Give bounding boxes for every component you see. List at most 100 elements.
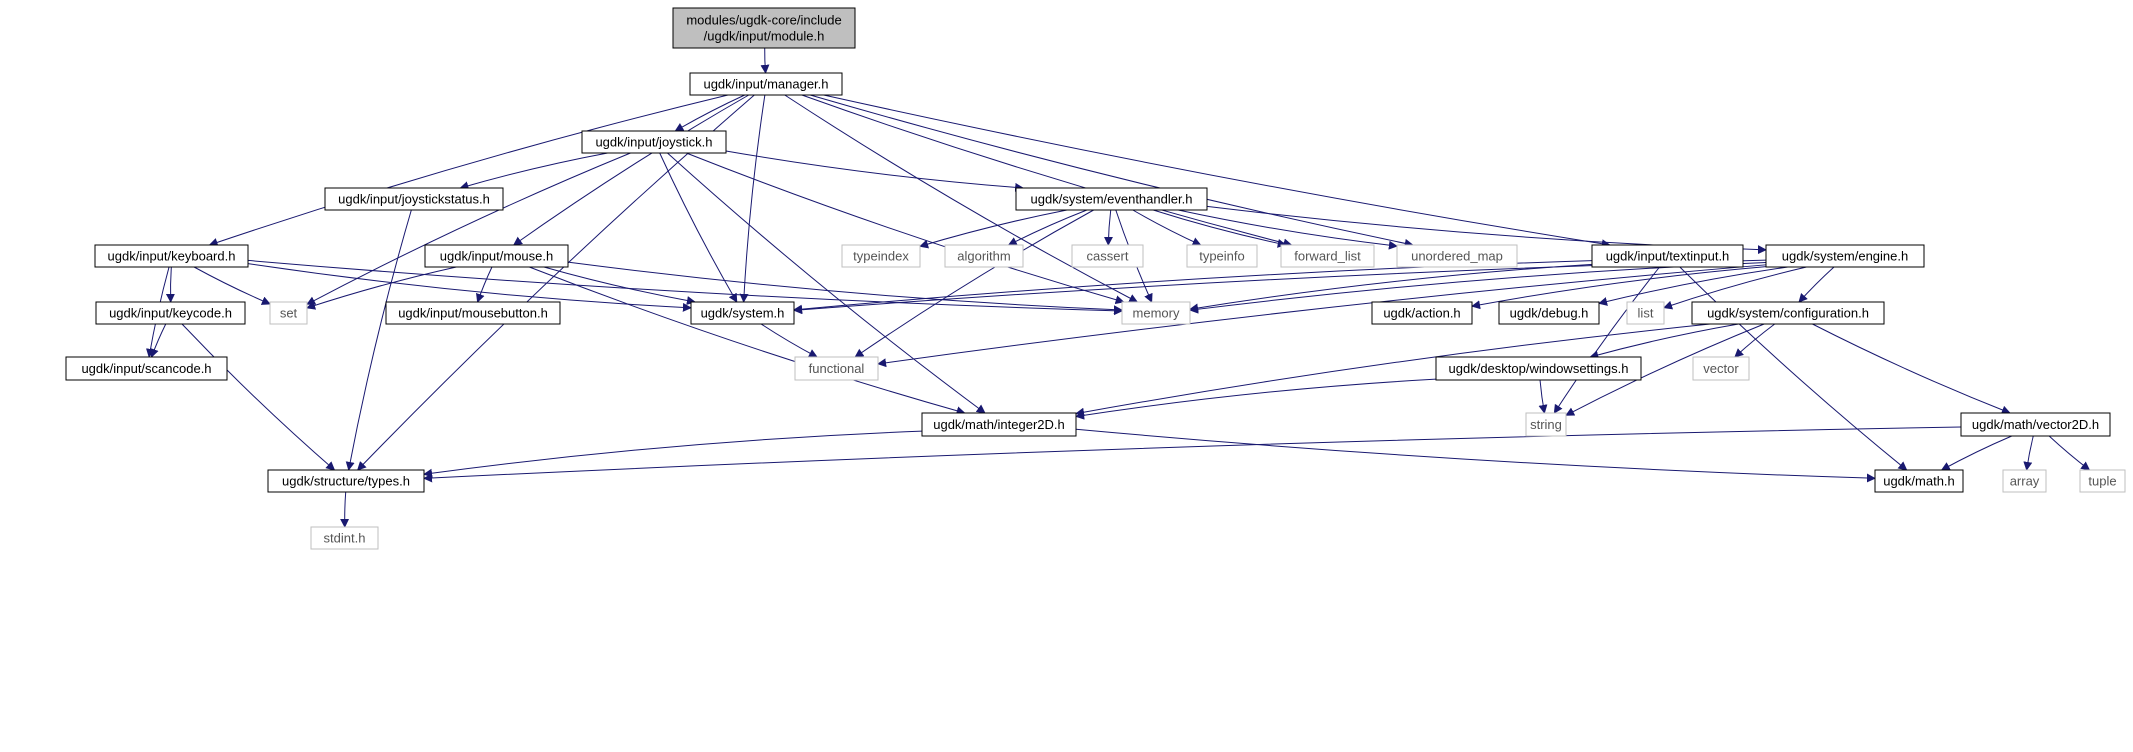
node-forward_list: forward_list [1280, 244, 1375, 268]
node-vector2d[interactable]: ugdk/math/vector2D.h [1960, 412, 2111, 437]
node-stdint-label: stdint.h [324, 530, 366, 545]
node-root-label: modules/ugdk-core/include [686, 12, 841, 27]
node-configuration-box [1691, 301, 1885, 325]
edge-manager-to-forward_list [801, 94, 1293, 248]
edge-textinput-to-memory [1189, 263, 1593, 313]
edge-keyboard-to-set [193, 266, 271, 305]
edge-configuration-to-string [1565, 323, 1765, 416]
node-array-box [2002, 469, 2047, 493]
node-vector: vector [1692, 356, 1750, 381]
node-tuple-label: tuple [2088, 473, 2116, 488]
edge-keycode-to-types [181, 323, 336, 471]
edge-eventhandler-to-typeinfo [1132, 209, 1202, 246]
edge-joystick-to-memory [686, 152, 1125, 305]
edge-manager-to-joystick [674, 94, 745, 132]
node-scancode[interactable]: ugdk/input/scancode.h [65, 356, 228, 381]
edge-engine-to-functional [877, 264, 1767, 368]
node-tuple: tuple [2079, 469, 2126, 493]
node-action-box [1371, 301, 1473, 325]
node-joystick[interactable]: ugdk/input/joystick.h [581, 130, 727, 154]
node-debug-box [1498, 301, 1600, 325]
edge-mouse-to-integer2d [529, 266, 966, 416]
node-string-box [1525, 412, 1567, 437]
edge-configuration-to-vector2d [1812, 323, 2011, 415]
edge-configuration-to-vector [1734, 323, 1776, 358]
edge-textinput-to-string [1553, 266, 1660, 414]
node-functional: functional [794, 356, 879, 381]
node-mousebutton[interactable]: ugdk/input/mousebutton.h [385, 301, 561, 325]
node-forward_list-box [1280, 244, 1375, 268]
node-string: string [1525, 412, 1567, 437]
node-action[interactable]: ugdk/action.h [1371, 301, 1473, 325]
node-eventhandler[interactable]: ugdk/system/eventhandler.h [1015, 187, 1208, 211]
node-scancode-box [65, 356, 228, 381]
node-engine-label: ugdk/system/engine.h [1782, 248, 1908, 263]
node-engine[interactable]: ugdk/system/engine.h [1765, 244, 1925, 268]
node-keycode-box [95, 301, 246, 325]
node-mouse-label: ugdk/input/mouse.h [440, 248, 553, 263]
node-cassert-box [1071, 244, 1144, 268]
edge-keyboard-to-system [247, 263, 692, 312]
node-manager[interactable]: ugdk/input/manager.h [689, 72, 843, 96]
edge-keycode-to-scancode [150, 323, 167, 358]
node-vector-box [1692, 356, 1750, 381]
edge-eventhandler-to-engine [1206, 205, 1767, 255]
node-list-label: list [1638, 305, 1654, 320]
edge-manager-to-system [739, 94, 766, 303]
node-textinput[interactable]: ugdk/input/textinput.h [1591, 244, 1744, 268]
node-keycode-label: ugdk/input/keycode.h [109, 305, 232, 320]
edge-eventhandler-to-typeindex [919, 209, 1068, 249]
edge-mouse-to-system [543, 266, 696, 305]
node-integer2d[interactable]: ugdk/math/integer2D.h [921, 412, 1077, 437]
node-unordered_map-label: unordered_map [1411, 248, 1503, 263]
node-algorithm-box [944, 244, 1024, 268]
node-system[interactable]: ugdk/system.h [690, 301, 795, 325]
node-windowsettings-box [1435, 356, 1642, 381]
node-cassert-label: cassert [1087, 248, 1129, 263]
edge-types-to-stdint [340, 491, 350, 528]
node-debug[interactable]: ugdk/debug.h [1498, 301, 1600, 325]
node-eventhandler-box [1015, 187, 1208, 211]
node-keycode[interactable]: ugdk/input/keycode.h [95, 301, 246, 325]
node-textinput-label: ugdk/input/textinput.h [1606, 248, 1730, 263]
node-joystickstatus[interactable]: ugdk/input/joystickstatus.h [324, 187, 504, 211]
node-array-label: array [2010, 473, 2040, 488]
node-typeinfo: typeinfo [1186, 244, 1258, 268]
edge-joystick-to-system [659, 152, 738, 303]
edge-eventhandler-to-unordered_map [1178, 209, 1398, 250]
node-algorithm: algorithm [944, 244, 1024, 268]
node-memory: memory [1121, 301, 1191, 325]
edge-manager-to-unordered_map [810, 94, 1414, 248]
edge-joystick-to-eventhandler [725, 150, 1025, 192]
edge-engine-to-list [1663, 266, 1807, 310]
node-memory-box [1121, 301, 1191, 325]
node-math[interactable]: ugdk/math.h [1874, 469, 1964, 493]
edge-joystick-to-set [306, 152, 631, 305]
node-keyboard-box [94, 244, 249, 268]
node-windowsettings[interactable]: ugdk/desktop/windowsettings.h [1435, 356, 1642, 381]
node-set-box [269, 301, 308, 325]
node-mouse[interactable]: ugdk/input/mouse.h [424, 244, 569, 268]
edge-vector2d-to-types [423, 426, 1962, 483]
edge-mouse-to-mousebutton [476, 266, 493, 303]
edge-configuration-to-windowsettings [1589, 323, 1739, 360]
node-configuration[interactable]: ugdk/system/configuration.h [1691, 301, 1885, 325]
edge-root-to-manager [760, 47, 770, 74]
edge-joystick-to-joystickstatus [459, 152, 608, 191]
edge-engine-to-system [793, 259, 1767, 315]
edge-engine-to-configuration [1798, 266, 1835, 303]
node-types[interactable]: ugdk/structure/types.h [267, 469, 425, 493]
node-engine-box [1765, 244, 1925, 268]
node-unordered_map: unordered_map [1396, 244, 1518, 268]
edge-vector2d-to-math [1940, 435, 2012, 471]
node-keyboard[interactable]: ugdk/input/keyboard.h [94, 244, 249, 268]
node-typeindex-box [841, 244, 921, 268]
node-manager-box [689, 72, 843, 96]
edge-system-to-functional [760, 323, 818, 358]
edge-layer [145, 47, 2091, 528]
node-mousebutton-label: ugdk/input/mousebutton.h [398, 305, 548, 320]
node-system-box [690, 301, 795, 325]
edge-eventhandler-to-algorithm [1007, 209, 1088, 246]
